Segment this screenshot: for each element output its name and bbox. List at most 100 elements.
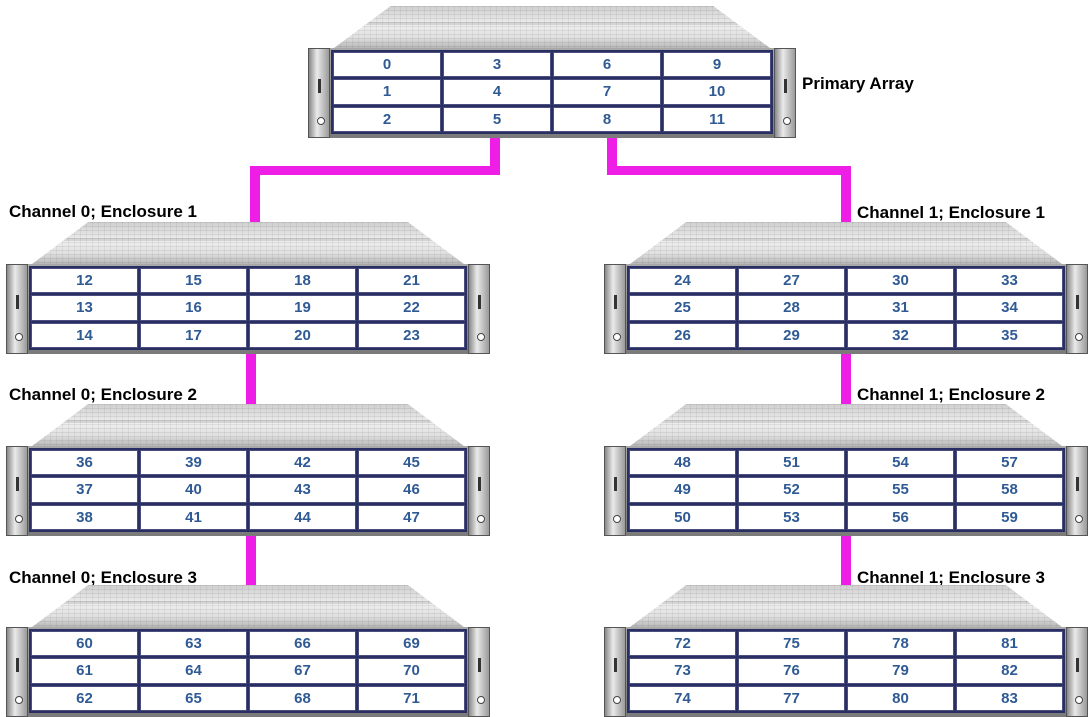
drive-bay[interactable]: 75 xyxy=(738,631,845,657)
drive-bay[interactable]: 11 xyxy=(663,106,771,132)
drive-bay[interactable]: 50 xyxy=(629,504,736,530)
drive-bay[interactable]: 38 xyxy=(31,504,138,530)
drive-bay[interactable]: 83 xyxy=(956,685,1063,711)
cable-channel1-enc2-to-enc3 xyxy=(841,533,851,595)
drive-bay[interactable]: 72 xyxy=(629,631,736,657)
cable-channel0-drop xyxy=(250,166,260,228)
drive-bay[interactable]: 23 xyxy=(358,322,465,348)
rack-ear-screw-icon xyxy=(783,117,791,125)
label-channel1-enclosure2: Channel 1; Enclosure 2 xyxy=(857,385,1045,404)
drive-bay[interactable]: 47 xyxy=(358,504,465,530)
drive-bay[interactable]: 62 xyxy=(31,685,138,711)
drive-bay[interactable]: 29 xyxy=(738,322,845,348)
drive-bay[interactable]: 36 xyxy=(31,450,138,476)
drive-bay[interactable]: 61 xyxy=(31,658,138,684)
drive-bay[interactable]: 82 xyxy=(956,658,1063,684)
drive-bay[interactable]: 79 xyxy=(847,658,954,684)
drive-bay[interactable]: 34 xyxy=(956,295,1063,321)
drive-bay[interactable]: 22 xyxy=(358,295,465,321)
drive-bay[interactable]: 39 xyxy=(140,450,247,476)
drive-bay[interactable]: 26 xyxy=(629,322,736,348)
drive-bay[interactable]: 2 xyxy=(333,106,441,132)
drive-bay[interactable]: 78 xyxy=(847,631,954,657)
drive-bay[interactable]: 3 xyxy=(443,52,551,78)
drive-bay[interactable]: 52 xyxy=(738,477,845,503)
drive-bay[interactable]: 43 xyxy=(249,477,356,503)
drive-bay[interactable]: 67 xyxy=(249,658,356,684)
drive-bay[interactable]: 64 xyxy=(140,658,247,684)
drive-bay[interactable]: 71 xyxy=(358,685,465,711)
drive-bay[interactable]: 66 xyxy=(249,631,356,657)
drive-bay[interactable]: 73 xyxy=(629,658,736,684)
drive-bay[interactable]: 28 xyxy=(738,295,845,321)
drive-bay[interactable]: 35 xyxy=(956,322,1063,348)
drive-bay[interactable]: 48 xyxy=(629,450,736,476)
drive-bay[interactable]: 44 xyxy=(249,504,356,530)
drive-bay[interactable]: 80 xyxy=(847,685,954,711)
drive-bay[interactable]: 21 xyxy=(358,268,465,294)
drive-bay[interactable]: 5 xyxy=(443,106,551,132)
drive-bay[interactable]: 19 xyxy=(249,295,356,321)
rack-ear-screw-icon xyxy=(1075,696,1083,704)
rack-ear-slot xyxy=(478,658,481,672)
drive-bay[interactable]: 9 xyxy=(663,52,771,78)
drive-bay[interactable]: 59 xyxy=(956,504,1063,530)
cable-primary-to-channel1-horizontal xyxy=(607,166,850,175)
drive-bay[interactable]: 77 xyxy=(738,685,845,711)
drive-bay[interactable]: 6 xyxy=(553,52,661,78)
drive-bay[interactable]: 1 xyxy=(333,79,441,105)
drive-bay[interactable]: 69 xyxy=(358,631,465,657)
drive-bay[interactable]: 76 xyxy=(738,658,845,684)
drive-bay[interactable]: 14 xyxy=(31,322,138,348)
drive-bay[interactable]: 18 xyxy=(249,268,356,294)
drive-bay[interactable]: 63 xyxy=(140,631,247,657)
drive-bay[interactable]: 24 xyxy=(629,268,736,294)
drive-bay[interactable]: 8 xyxy=(553,106,661,132)
drive-bay[interactable]: 41 xyxy=(140,504,247,530)
drive-bay[interactable]: 33 xyxy=(956,268,1063,294)
drive-bay[interactable]: 12 xyxy=(31,268,138,294)
drive-bay[interactable]: 81 xyxy=(956,631,1063,657)
drive-bay[interactable]: 13 xyxy=(31,295,138,321)
drive-bay[interactable]: 31 xyxy=(847,295,954,321)
drive-bay[interactable]: 17 xyxy=(140,322,247,348)
drive-bay[interactable]: 68 xyxy=(249,685,356,711)
rack-ear-right xyxy=(1066,627,1088,717)
drive-bay[interactable]: 27 xyxy=(738,268,845,294)
rack-ear-left xyxy=(604,627,626,717)
rack-ear-slot xyxy=(16,477,19,491)
drive-bay[interactable]: 4 xyxy=(443,79,551,105)
drive-bay[interactable]: 37 xyxy=(31,477,138,503)
drive-bay[interactable]: 0 xyxy=(333,52,441,78)
drive-bay[interactable]: 74 xyxy=(629,685,736,711)
drive-bay[interactable]: 49 xyxy=(629,477,736,503)
drive-bay[interactable]: 42 xyxy=(249,450,356,476)
drive-bay[interactable]: 58 xyxy=(956,477,1063,503)
drive-bay[interactable]: 30 xyxy=(847,268,954,294)
drive-bay[interactable]: 51 xyxy=(738,450,845,476)
drive-bay[interactable]: 65 xyxy=(140,685,247,711)
drive-bay[interactable]: 55 xyxy=(847,477,954,503)
drive-bay[interactable]: 10 xyxy=(663,79,771,105)
drive-bay[interactable]: 56 xyxy=(847,504,954,530)
drive-bay[interactable]: 70 xyxy=(358,658,465,684)
drive-bay[interactable]: 25 xyxy=(629,295,736,321)
drive-bay[interactable]: 45 xyxy=(358,450,465,476)
drive-bay[interactable]: 40 xyxy=(140,477,247,503)
drive-bay[interactable]: 53 xyxy=(738,504,845,530)
drive-bay[interactable]: 46 xyxy=(358,477,465,503)
rack-ear-slot xyxy=(478,477,481,491)
drive-bay[interactable]: 60 xyxy=(31,631,138,657)
drive-bay[interactable]: 54 xyxy=(847,450,954,476)
cable-primary-to-channel1-vertical xyxy=(607,136,617,174)
rack-ear-screw-icon xyxy=(15,333,23,341)
drive-bay[interactable]: 7 xyxy=(553,79,661,105)
drive-bay[interactable]: 16 xyxy=(140,295,247,321)
drive-bay[interactable]: 57 xyxy=(956,450,1063,476)
drive-bay[interactable]: 15 xyxy=(140,268,247,294)
drive-bay[interactable]: 20 xyxy=(249,322,356,348)
drive-bay[interactable]: 32 xyxy=(847,322,954,348)
